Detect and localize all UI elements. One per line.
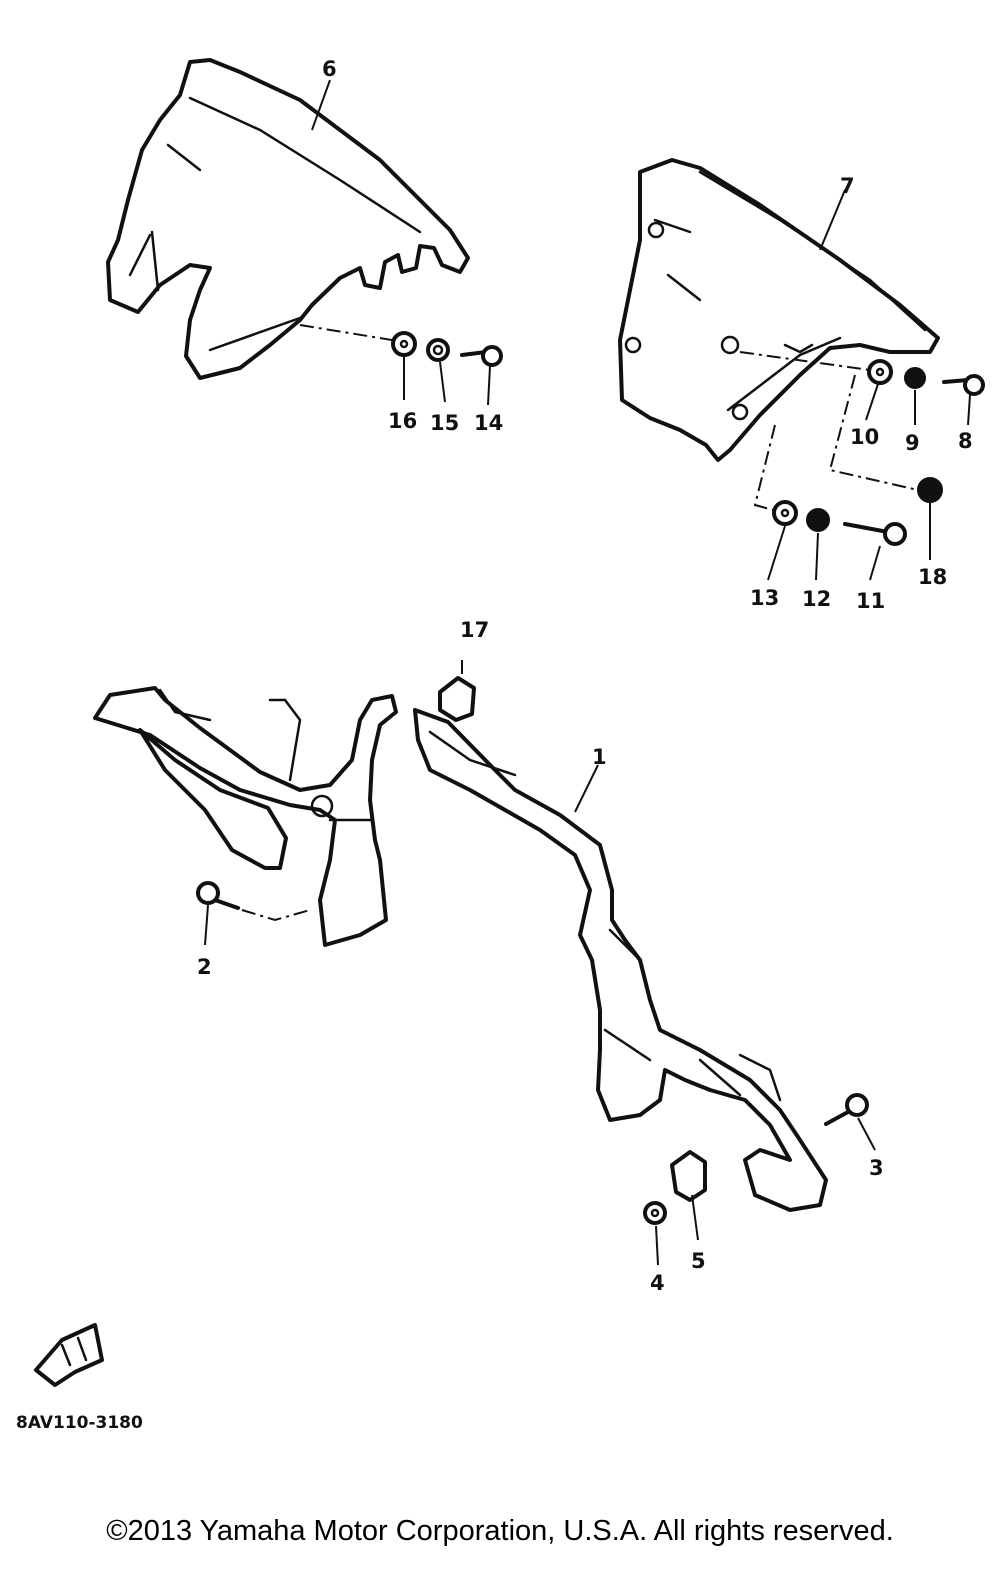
part-7-cover[interactable] — [618, 158, 940, 462]
part-8-bolt[interactable] — [942, 374, 985, 396]
callout-11: 11 — [856, 589, 885, 613]
callout-2: 2 — [197, 955, 212, 979]
callout-labels: 1 2 3 4 5 6 7 8 9 10 11 12 13 14 15 16 1… — [197, 57, 973, 1295]
part-9-damper[interactable] — [904, 367, 926, 389]
section-icon — [34, 1323, 104, 1387]
part-12-damper[interactable] — [806, 508, 830, 532]
part-17-grommet[interactable] — [438, 676, 476, 722]
callout-6: 6 — [322, 57, 337, 81]
callout-14: 14 — [474, 411, 503, 435]
callout-8: 8 — [958, 429, 973, 453]
part-10-washer[interactable] — [867, 359, 893, 385]
callout-13: 13 — [750, 586, 779, 610]
callout-10: 10 — [850, 425, 879, 449]
part-1-stay[interactable] — [93, 686, 828, 1212]
part-14-bolt[interactable] — [460, 345, 503, 367]
leader-lines — [204, 79, 971, 1266]
copyright-notice: ©2013 Yamaha Motor Corporation, U.S.A. A… — [106, 1515, 894, 1547]
part-3-bolt[interactable] — [824, 1093, 869, 1126]
part-2-bolt[interactable] — [196, 881, 240, 910]
part-5-clip[interactable] — [670, 1150, 707, 1202]
callout-5: 5 — [691, 1249, 706, 1273]
callout-7: 7 — [840, 174, 855, 198]
part-15-damper[interactable] — [426, 338, 450, 362]
callout-12: 12 — [802, 587, 831, 611]
part-13-washer[interactable] — [772, 500, 798, 526]
part-18-nut[interactable] — [917, 477, 943, 503]
part-11-bolt[interactable] — [843, 522, 907, 546]
callout-16: 16 — [388, 409, 417, 433]
part-16-washer[interactable] — [391, 331, 417, 357]
callout-9: 9 — [905, 431, 920, 455]
assembly-lines — [241, 324, 919, 922]
part-4-nut[interactable] — [643, 1201, 667, 1225]
part-6-cover[interactable] — [106, 58, 470, 380]
callout-1: 1 — [592, 745, 607, 769]
callout-15: 15 — [430, 411, 459, 435]
callout-4: 4 — [650, 1271, 665, 1295]
reference-code: 8AV110-3180 — [16, 1413, 143, 1433]
callout-17: 17 — [460, 618, 489, 642]
callout-18: 18 — [918, 565, 947, 589]
callout-3: 3 — [869, 1156, 884, 1180]
